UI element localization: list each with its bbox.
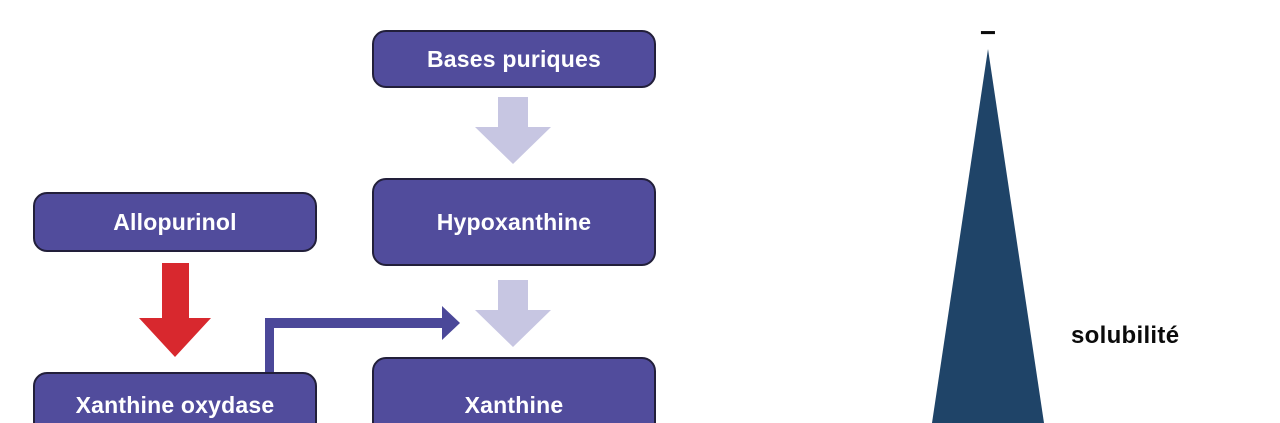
down-arrow-icon [475,97,551,164]
node-hypoxanthine: Hypoxanthine [372,178,656,266]
red-down-arrow-icon [139,263,211,357]
minus-icon: − [979,17,997,48]
node-allopurinol: Allopurinol [33,192,317,252]
node-bases-puriques: Bases puriques [372,30,656,88]
elbow-connector-vertical [265,318,274,376]
right-arrowhead-icon [442,306,460,340]
elbow-connector-horizontal [265,318,442,328]
solubility-gradient-triangle [932,49,1044,423]
down-arrow-icon [475,280,551,347]
node-xanthine-oxydase: Xanthine oxydase [33,372,317,423]
node-xanthine: Xanthine [372,357,656,423]
solubility-label: solubilité [1071,322,1180,349]
